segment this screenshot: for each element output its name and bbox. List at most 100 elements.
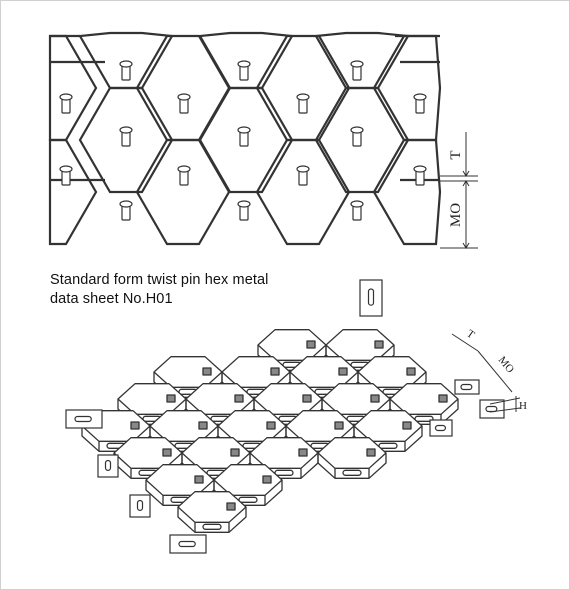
iso-hex-wall — [353, 426, 423, 452]
twist-pin — [350, 200, 364, 221]
isometric-hex-grid — [81, 329, 459, 533]
twist-pin — [350, 60, 364, 81]
hex-mesh-plan-view: T MO — [48, 31, 478, 249]
iso-twist-pin — [230, 448, 240, 457]
iso-twist-pin — [270, 367, 280, 376]
iso-hex-cell — [149, 410, 219, 442]
iso-twist-pin — [370, 394, 380, 403]
iso-twist-pin — [438, 394, 448, 403]
wall-slot — [202, 523, 222, 530]
iso-hex-cell — [177, 491, 247, 523]
iso-hex-cell — [285, 410, 355, 442]
iso-twist-pin — [402, 421, 412, 430]
twist-pin — [413, 165, 427, 186]
iso-hex-cell — [221, 356, 291, 388]
iso-hex-cell — [389, 383, 459, 415]
hex-cell — [48, 138, 98, 246]
iso-hex-wall — [177, 507, 247, 533]
twist-pin — [237, 60, 251, 81]
iso-hex-wall — [213, 480, 283, 506]
hex-cell — [255, 138, 351, 246]
iso-hex-cell — [145, 464, 215, 496]
iso-hex-cell — [325, 329, 395, 361]
iso-twist-pin — [406, 367, 416, 376]
iso-twist-pin — [234, 394, 244, 403]
iso-hex-cell — [249, 437, 319, 469]
dim-label-mo-top: MO — [448, 203, 464, 227]
iso-twist-pin — [298, 448, 308, 457]
iso-twist-pin — [130, 421, 140, 430]
top-dimension-lines — [440, 132, 478, 249]
iso-twist-pin — [202, 367, 212, 376]
twist-pin — [119, 60, 133, 81]
iso-twist-pin — [302, 394, 312, 403]
twist-pin — [119, 200, 133, 221]
end-tab — [129, 494, 151, 518]
iso-hex-cell — [117, 383, 187, 415]
twist-pin — [119, 126, 133, 147]
iso-twist-pin — [226, 502, 236, 511]
iso-twist-pin — [198, 421, 208, 430]
wall-slot — [342, 469, 362, 476]
iso-hex-cell — [317, 437, 387, 469]
twist-pin — [296, 93, 310, 114]
iso-hex-cell — [253, 383, 323, 415]
twist-pin — [237, 126, 251, 147]
iso-hex-cell — [153, 356, 223, 388]
iso-twist-pin — [306, 340, 316, 349]
dim-label-t-top: T — [448, 150, 464, 159]
iso-hex-wall — [389, 399, 459, 425]
hex-cell — [198, 31, 294, 90]
caption-line-1: Standard form twist pin hex metal — [50, 272, 269, 288]
end-tabs — [65, 279, 505, 554]
twist-pin — [177, 165, 191, 186]
iso-hex-cell — [257, 329, 327, 361]
iso-hex-cell — [321, 383, 391, 415]
end-tab — [97, 454, 119, 478]
iso-twist-pin — [266, 421, 276, 430]
iso-dimension-lines — [451, 333, 521, 413]
twist-pins — [59, 60, 427, 221]
iso-twist-pin — [338, 367, 348, 376]
twist-pin — [413, 93, 427, 114]
iso-twist-pin — [334, 421, 344, 430]
end-tab — [65, 409, 103, 429]
wall-slot — [378, 442, 398, 449]
end-tab — [479, 399, 505, 419]
hex-cell — [135, 138, 231, 246]
iso-hex-cell — [357, 356, 427, 388]
twist-pin — [59, 165, 73, 186]
iso-hex-cell — [213, 464, 283, 496]
end-tab — [429, 419, 453, 437]
wall-slot — [274, 469, 294, 476]
end-tab — [169, 534, 207, 554]
dim-label-mo-iso: MO — [496, 354, 517, 375]
iso-twist-pin — [374, 340, 384, 349]
caption-line-2: data sheet No.H01 — [50, 291, 173, 307]
twist-pin — [237, 200, 251, 221]
iso-hex-cell — [353, 410, 423, 442]
iso-hex-cell — [113, 437, 183, 469]
twist-pin — [177, 93, 191, 114]
iso-twist-pin — [194, 475, 204, 484]
hex-grid — [48, 31, 442, 246]
iso-twist-pin — [366, 448, 376, 457]
iso-twist-pin — [162, 448, 172, 457]
hex-cell — [372, 138, 442, 246]
twist-pin — [59, 93, 73, 114]
iso-twist-pin — [166, 394, 176, 403]
iso-hex-wall — [317, 453, 387, 479]
dim-label-h-iso: H — [519, 400, 527, 412]
dim-label-t-iso: T — [464, 328, 477, 342]
hex-cell — [314, 31, 410, 90]
end-tab — [359, 279, 383, 317]
twist-pin — [296, 165, 310, 186]
end-tab — [454, 379, 480, 395]
wall-slot — [414, 415, 434, 422]
iso-twist-pin — [262, 475, 272, 484]
iso-hex-cell — [181, 437, 251, 469]
twist-pin — [350, 126, 364, 147]
iso-hex-cell — [289, 356, 359, 388]
iso-hex-cell — [217, 410, 287, 442]
